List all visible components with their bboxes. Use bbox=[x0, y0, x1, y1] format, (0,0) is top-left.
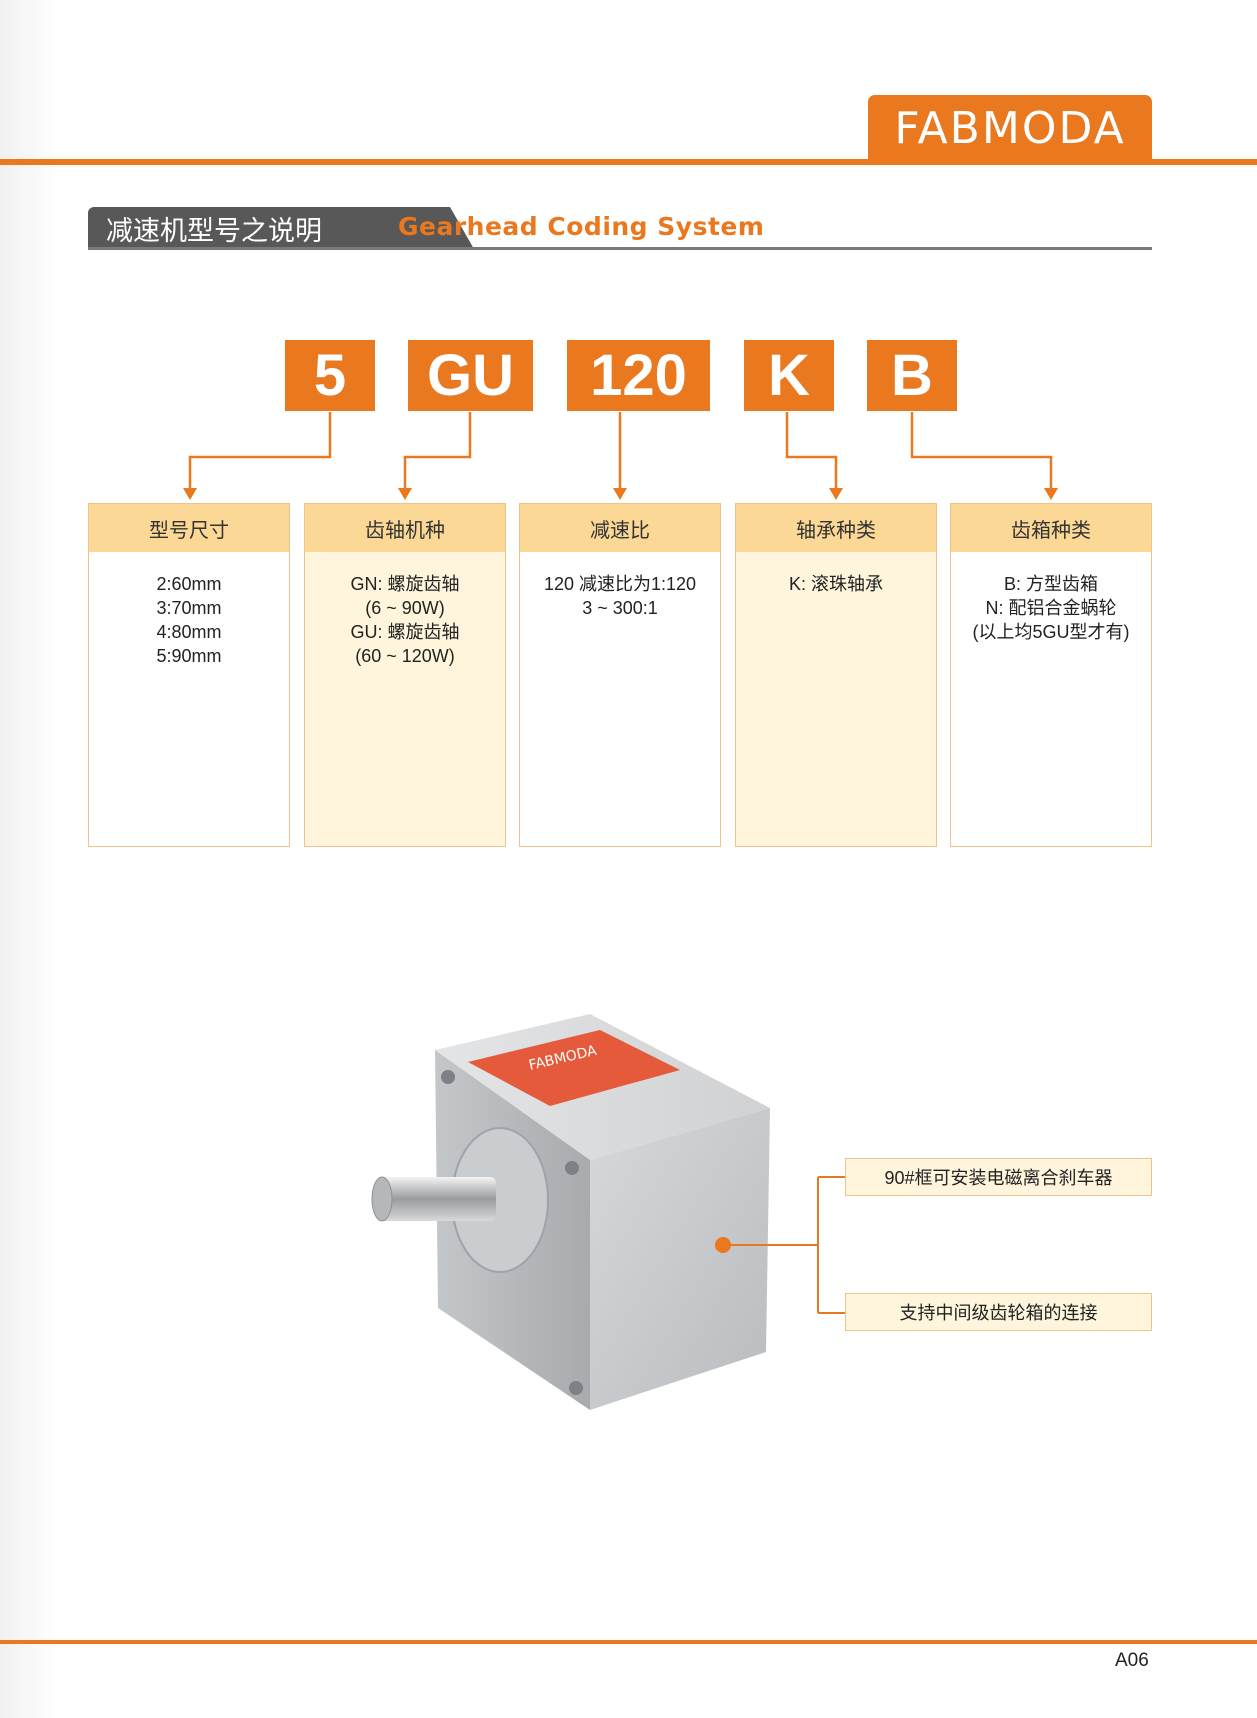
code-bearing: K bbox=[744, 340, 834, 411]
section-title-en: Gearhead Coding System bbox=[398, 212, 765, 241]
brand-logo: FABMODA bbox=[868, 95, 1152, 161]
spec-column-gear-type: 齿轴机种 GN: 螺旋齿轴 (6 ~ 90W) GU: 螺旋齿轴 (60 ~ 1… bbox=[304, 503, 506, 847]
spec-line: B: 方型齿箱 bbox=[1003, 574, 1098, 594]
arrowhead-gear-type bbox=[398, 488, 412, 500]
spec-header: 型号尺寸 bbox=[89, 504, 289, 552]
mounting-hole bbox=[565, 1161, 579, 1175]
spec-body: 120 减速比为1:120 3 ~ 300:1 bbox=[520, 552, 720, 846]
gearhead-photo: FABMODA bbox=[371, 1014, 770, 1410]
spec-body: 2:60mm 3:70mm 4:80mm 5:90mm bbox=[89, 552, 289, 846]
code-gear-type: GU bbox=[408, 340, 533, 411]
connector-gear-type bbox=[403, 412, 472, 492]
callout-leader-lines bbox=[715, 1176, 845, 1314]
code-size: 5 bbox=[285, 340, 375, 411]
spec-column-gearbox: 齿箱种类 B: 方型齿箱 N: 配铝合金蜗轮 (以上均5GU型才有) bbox=[950, 503, 1152, 847]
spec-line: (60 ~ 120W) bbox=[355, 646, 455, 666]
page-number: A06 bbox=[1115, 1650, 1149, 1671]
code-gearbox: B bbox=[867, 340, 957, 411]
connector-bearing bbox=[785, 412, 838, 492]
section-title-cn: 减速机型号之说明 bbox=[88, 207, 474, 249]
shaft-end bbox=[371, 1176, 393, 1222]
feature-callout-intermediate: 支持中间级齿轮箱的连接 bbox=[845, 1293, 1152, 1331]
nameplate bbox=[468, 1030, 680, 1106]
spec-column-ratio: 减速比 120 减速比为1:120 3 ~ 300:1 bbox=[519, 503, 721, 847]
spec-line: 3:70mm bbox=[156, 598, 222, 618]
spec-body: B: 方型齿箱 N: 配铝合金蜗轮 (以上均5GU型才有) bbox=[951, 552, 1151, 846]
spec-line: N: 配铝合金蜗轮 bbox=[985, 598, 1117, 618]
spec-line: 5:90mm bbox=[156, 646, 222, 666]
spec-header: 减速比 bbox=[520, 504, 720, 552]
spec-line: 2:60mm bbox=[156, 574, 222, 594]
spec-line: GN: 螺旋齿轴 bbox=[350, 574, 460, 594]
spec-line: 4:80mm bbox=[156, 622, 222, 642]
code-ratio: 120 bbox=[567, 340, 710, 411]
spec-body: GN: 螺旋齿轴 (6 ~ 90W) GU: 螺旋齿轴 (60 ~ 120W) bbox=[305, 552, 505, 846]
spec-body: K: 滚珠轴承 bbox=[736, 552, 936, 846]
spec-line: 120 减速比为1:120 bbox=[543, 574, 697, 594]
arrowhead-bearing bbox=[829, 488, 843, 500]
spec-header: 齿轴机种 bbox=[305, 504, 505, 552]
arrowhead-size bbox=[183, 488, 197, 500]
code-connectors bbox=[183, 412, 1058, 500]
arrowhead-gearbox bbox=[1044, 488, 1058, 500]
section-divider bbox=[88, 247, 1152, 250]
mounting-hole bbox=[569, 1381, 583, 1395]
output-shaft bbox=[378, 1177, 496, 1221]
feature-callout-brake: 90#框可安装电磁离合刹车器 bbox=[845, 1158, 1152, 1196]
header-divider bbox=[0, 159, 1257, 165]
connector-size bbox=[188, 412, 332, 492]
spec-line: (以上均5GU型才有) bbox=[972, 622, 1130, 642]
connector-gearbox bbox=[910, 412, 1053, 492]
spec-line: (6 ~ 90W) bbox=[365, 598, 445, 618]
spec-header: 轴承种类 bbox=[736, 504, 936, 552]
gearbox-side-face bbox=[590, 1108, 770, 1410]
spec-column-bearing: 轴承种类 K: 滚珠轴承 bbox=[735, 503, 937, 847]
spec-column-size: 型号尺寸 2:60mm 3:70mm 4:80mm 5:90mm bbox=[88, 503, 290, 847]
spec-line: K: 滚珠轴承 bbox=[788, 574, 883, 594]
arrowhead-ratio bbox=[613, 488, 627, 500]
mounting-hole bbox=[441, 1070, 455, 1084]
spec-line: GU: 螺旋齿轴 bbox=[350, 622, 460, 642]
footer-divider bbox=[0, 1640, 1257, 1644]
spec-header: 齿箱种类 bbox=[951, 504, 1151, 552]
spec-line: 3 ~ 300:1 bbox=[582, 598, 658, 618]
